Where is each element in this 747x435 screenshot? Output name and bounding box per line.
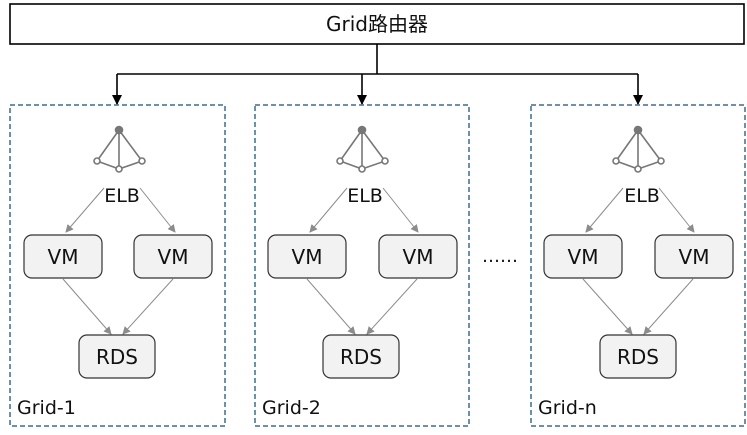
rds-label: RDS bbox=[340, 345, 382, 369]
vm-box-right: VM bbox=[378, 234, 458, 279]
edge-elb-vm-left bbox=[309, 187, 348, 233]
edge-elb-vm-left bbox=[65, 187, 105, 233]
edge-vm-left-rds bbox=[306, 278, 356, 335]
grid-router-box: Grid路由器 bbox=[9, 3, 745, 45]
grid-name-label: Grid-2 bbox=[262, 397, 321, 419]
edge-vm-right-rds bbox=[366, 278, 418, 335]
elb-label: ELB bbox=[347, 185, 383, 207]
edge-vm-right-rds bbox=[122, 278, 174, 335]
grid-name-label: Grid-n bbox=[538, 397, 597, 419]
vm-box-right: VM bbox=[654, 234, 734, 279]
grid-name-label: Grid-1 bbox=[17, 397, 76, 419]
vm-label: VM bbox=[48, 245, 79, 269]
edge-elb-vm-right bbox=[658, 187, 695, 233]
vm-label: VM bbox=[679, 245, 710, 269]
rds-label: RDS bbox=[617, 345, 659, 369]
edge-elb-vm-right bbox=[139, 187, 176, 233]
rds-label: RDS bbox=[96, 345, 138, 369]
edge-elb-vm-left bbox=[585, 187, 624, 233]
rds-box: RDS bbox=[322, 334, 400, 379]
vm-label: VM bbox=[568, 245, 599, 269]
vm-box-left: VM bbox=[543, 234, 623, 279]
edge-vm-left-rds bbox=[62, 278, 112, 335]
edge-elb-vm-right bbox=[382, 187, 419, 233]
elb-icon bbox=[612, 125, 665, 173]
vm-label: VM bbox=[403, 245, 434, 269]
elb-label: ELB bbox=[104, 185, 140, 207]
edge-vm-left-rds bbox=[582, 278, 633, 335]
grid-router-label: Grid路由器 bbox=[326, 12, 428, 36]
elb-icon bbox=[336, 125, 389, 173]
rds-box: RDS bbox=[78, 334, 156, 379]
grid-panel-2: ELB VM VM RDS Grid-2 bbox=[254, 104, 470, 427]
vm-box-left: VM bbox=[267, 234, 347, 279]
edge-vm-right-rds bbox=[643, 278, 694, 335]
rds-box: RDS bbox=[599, 334, 677, 379]
router-connectors bbox=[112, 44, 643, 105]
elb-icon bbox=[93, 125, 146, 173]
vm-box-left: VM bbox=[23, 234, 103, 279]
grid-panel-1: ELB VM VM RDS Grid-1 bbox=[9, 104, 226, 427]
grid-panel-n: ELB VM VM RDS Grid-n bbox=[530, 104, 746, 427]
ellipsis-text: …… bbox=[482, 246, 518, 267]
vm-label: VM bbox=[158, 245, 189, 269]
vm-label: VM bbox=[292, 245, 323, 269]
vm-box-right: VM bbox=[133, 234, 213, 279]
elb-label: ELB bbox=[624, 185, 660, 207]
